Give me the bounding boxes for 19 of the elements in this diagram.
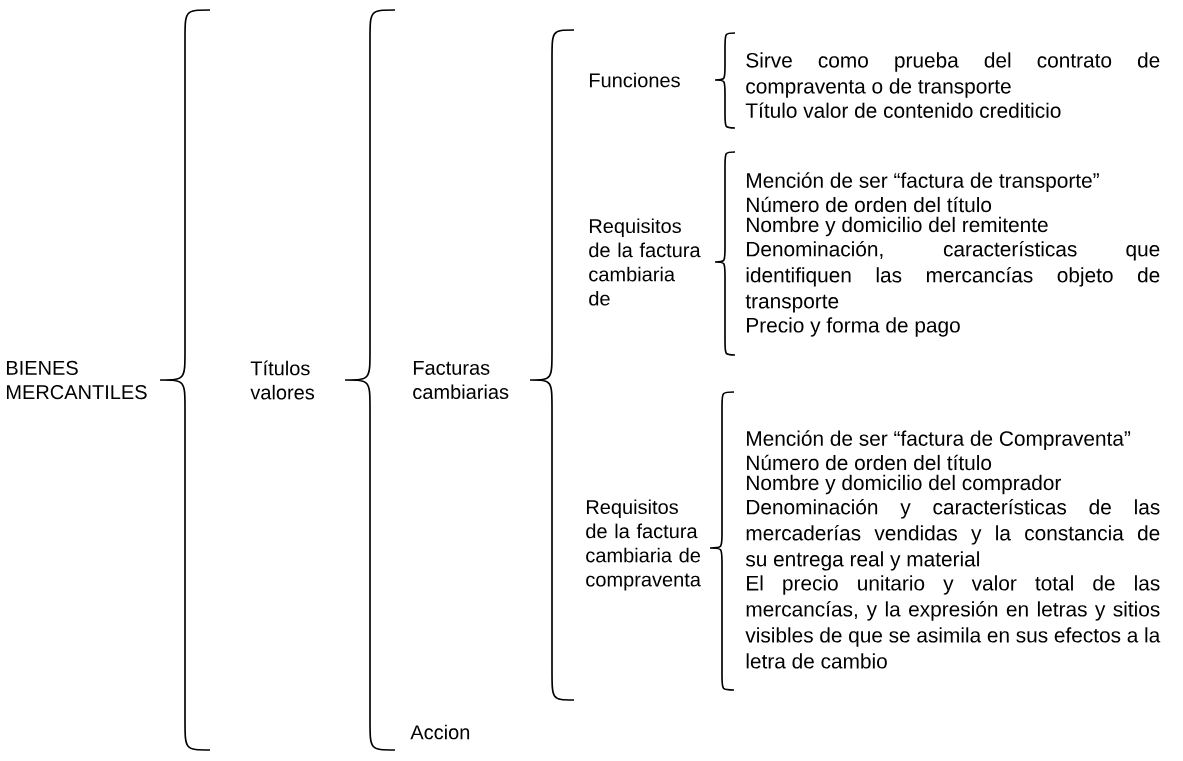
item-text: Nombre y domicilio del comprador: [747, 474, 1061, 495]
item-text: Mención de ser “factura de Compraventa”: [747, 430, 1131, 450]
item-text: Número de orden del título: [747, 196, 992, 213]
item-text: Sirve como prueba del contrato de compraventa o de transporte: [746, 52, 1160, 98]
item-text: Denominación, características que identifiquen las mercancías objeto de transporte: [745, 240, 1160, 313]
item-text: Mención de ser “factura de transporte”: [747, 172, 1099, 192]
branch-label: Funciones: [590, 72, 680, 88]
branch-label: Requisitos de la factura cambiaria de compraventa: [586, 499, 701, 591]
item-text: Título valor de contenido crediticio: [745, 102, 1061, 118]
branch-label: Títulos valores: [250, 360, 315, 400]
item-text: Denominación y características de las mercaderías vendidas y la constancia de su entrega real y material: [745, 498, 1160, 571]
branch-label: BIENES MERCANTILES: [7, 360, 147, 400]
item-text: El precio unitario y valor total de las mercancías, y la expresión en letras y sitios visibles de que se asimila en sus efectos a la letra de cambio: [745, 575, 1161, 669]
branch-label: Accion: [410, 724, 470, 740]
branch-label: Requisitos de la factura cambiaria de: [589, 218, 701, 306]
item-text: Precio y forma de pago: [747, 317, 960, 337]
branch-label: Facturas cambiarias: [413, 360, 509, 400]
item-text: Número de orden del título: [747, 454, 992, 471]
item-text: Nombre y domicilio del remitente: [747, 216, 1048, 237]
